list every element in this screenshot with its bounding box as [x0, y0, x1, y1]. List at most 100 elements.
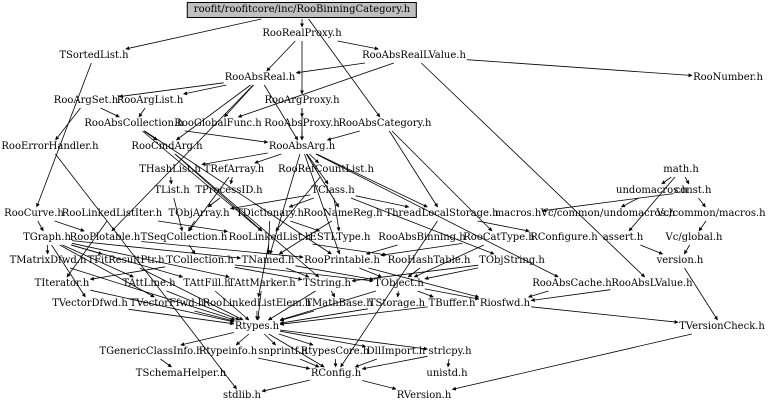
node-roolinkedlistelem-h[interactable]: RooLinkedListElem.h: [202, 298, 312, 309]
node-const-h[interactable]: const.h: [674, 185, 712, 196]
node-threadlocalstorage-h[interactable]: ThreadLocalStorage.h: [385, 208, 499, 219]
node-vc-common-macros-h[interactable]: Vc/common/macros.h: [656, 208, 766, 219]
edge-rooabsarg-h-to-trefarray-h: [254, 153, 282, 164]
edge-tvectorffwd-h-to-rtypes-h: [194, 310, 235, 323]
node-assert-h[interactable]: assert.h: [602, 232, 644, 243]
edge-rooarglist-h-to-rooabscollection-h: [138, 107, 146, 118]
node-tseqcollection-h[interactable]: TSeqCollection.h: [140, 232, 228, 243]
node-roolinkedlistiter-h[interactable]: RooLinkedListIter.h: [61, 208, 163, 219]
node-stdlib-h[interactable]: stdlib.h: [223, 390, 261, 401]
node-rooarglist-h[interactable]: RooArgList.h: [116, 95, 184, 106]
node-roofit-roofitcore-inc-roobinningcategory-h[interactable]: roofit/roofitcore/inc/RooBinningCategory…: [186, 2, 418, 18]
node-tstring-h[interactable]: TString.h: [303, 278, 351, 289]
node-rooabsreal-h[interactable]: RooAbsReal.h: [224, 72, 296, 83]
node-strlcpy-h[interactable]: strlcpy.h: [428, 346, 472, 357]
edge-tmathbase-h-to-rtypes-h: [279, 310, 315, 322]
node-tbuffer-h[interactable]: TBuffer.h: [428, 298, 476, 309]
edge-tgraph-h-to-tnamed-h: [71, 240, 241, 260]
node-tlist-h[interactable]: TList.h: [154, 185, 190, 196]
node-tobjstring-h[interactable]: TObjString.h: [479, 255, 545, 266]
node-tstorage-h[interactable]: TStorage.h: [368, 298, 426, 309]
node-tclass-h[interactable]: TClass.h: [311, 185, 355, 196]
node-rtypescore-h[interactable]: RtypesCore.h: [300, 346, 370, 357]
node-tnamed-h[interactable]: TNamed.h: [241, 255, 295, 266]
node-undomacros-h[interactable]: undomacros.h: [616, 185, 688, 196]
node-rconfigure-h[interactable]: RConfigure.h: [530, 232, 598, 243]
node-roolinkedlist-h[interactable]: RooLinkedList.h: [228, 232, 312, 243]
node-roocmdarg-h[interactable]: RooCmdArg.h: [131, 141, 203, 152]
node-riosfwd-h[interactable]: Riosfwd.h: [479, 298, 531, 309]
node-tversioncheck-h[interactable]: TVersionCheck.h: [679, 321, 765, 332]
node-tobjarray-h[interactable]: TObjArray.h: [168, 208, 230, 219]
edge-trefarray-h-to-tprocessid-h: [229, 176, 234, 185]
node-rversion-h[interactable]: RVersion.h: [396, 390, 452, 401]
edge-tdictionary-h-to-tnamed-h: [266, 220, 271, 255]
node-math-h[interactable]: math.h: [663, 164, 699, 175]
node-dllimport-h[interactable]: DllImport.h: [366, 346, 426, 357]
edge-roofit-roofitcore-inc-roobinningcategory-h-to-tsortedlist-h: [125, 18, 262, 51]
node-tattmarker-h[interactable]: TAttMarker.h: [228, 278, 296, 289]
node-rooabscache-h[interactable]: RooAbsCache.h: [532, 278, 612, 289]
node-estltype-h[interactable]: ESTLType.h: [309, 232, 371, 243]
node-unistd-h[interactable]: unistd.h: [426, 368, 468, 379]
edge-threadlocalstorage-h-to-rconfig-h: [340, 220, 438, 368]
edge-tobjstring-h-to-tstring-h: [351, 264, 479, 283]
node-roorealproxy-h[interactable]: RooRealProxy.h: [262, 28, 342, 39]
edge-tvectordfwd-h-to-rtypes-h: [128, 308, 235, 326]
edge-rooplotable-h-to-rooprintable-h: [141, 241, 304, 259]
node-rooprintable-h[interactable]: RooPrintable.h: [304, 255, 380, 266]
node-trefarray-h[interactable]: TRefArray.h: [203, 164, 265, 175]
node-rtypes-h[interactable]: Rtypes.h: [234, 321, 280, 332]
edge-snprintf-h-to-rconfig-h: [299, 358, 320, 368]
node-rconfig-h[interactable]: RConfig.h: [310, 368, 362, 379]
node-tsortedlist-h[interactable]: TSortedList.h: [59, 50, 129, 61]
node-tdictionary-h[interactable]: TDictionary.h: [236, 208, 304, 219]
node-tprocessid-h[interactable]: TProcessID.h: [195, 185, 263, 196]
node-version-h[interactable]: version.h: [656, 255, 704, 266]
edge-rooabsreallvalue-h-to-rooabsreal-h: [295, 62, 366, 75]
node-roonumber-h[interactable]: RooNumber.h: [693, 72, 763, 83]
node-macros-h[interactable]: macros.h: [494, 208, 542, 219]
node-tmatrixdfwd-h[interactable]: TMatrixDfwd.h: [9, 255, 87, 266]
node-tschemahelper-h[interactable]: TSchemaHelper.h: [135, 368, 227, 379]
node-titerator-h[interactable]: TIterator.h: [34, 278, 90, 289]
node-rooabslvalue-h[interactable]: RooAbsLValue.h: [611, 278, 693, 289]
node-rooabscollection-h[interactable]: RooAbsCollection.h: [84, 118, 184, 129]
node-tgraph-h[interactable]: TGraph.h: [23, 232, 71, 243]
edge-roolinkedlistiter-h-to-titerator-h: [66, 220, 108, 278]
node-tattline-h[interactable]: TAttLine.h: [122, 278, 176, 289]
node-rtypeinfo-h[interactable]: Rtypeinfo.h: [198, 346, 258, 357]
edge-tobject-h-to-tstorage-h: [396, 290, 401, 298]
node-roocattype-h[interactable]: RooCatType.h: [463, 232, 535, 243]
node-vc-global-h[interactable]: Vc/global.h: [665, 232, 723, 243]
node-rooabscategory-h[interactable]: RooAbsCategory.h: [338, 118, 432, 129]
node-rooabsreallvalue-h[interactable]: RooAbsRealLValue.h: [362, 50, 466, 61]
node-tmathbase-h[interactable]: TMathBase.h: [305, 298, 373, 309]
edge-rooabsarg-h-to-rooprintable-h: [304, 153, 341, 255]
node-roocurve-h[interactable]: RooCurve.h: [4, 208, 64, 219]
node-roonamereg-h[interactable]: RooNameReg.h: [303, 208, 383, 219]
node-rooabsproxy-h[interactable]: RooAbsProxy.h: [264, 118, 340, 129]
node-tattfill-h[interactable]: TAttFill.h: [183, 278, 231, 289]
node-tvectordfwd-h[interactable]: TVectorDfwd.h: [52, 298, 128, 309]
node-rooabsarg-h[interactable]: RooAbsArg.h: [268, 141, 336, 152]
node-rooargset-h[interactable]: RooArgSet.h: [53, 95, 119, 106]
node-tvectorffwd-h[interactable]: TVectorFfwd.h: [129, 298, 205, 309]
node-rooerrorhandler-h[interactable]: RooErrorHandler.h: [1, 141, 99, 152]
node-rooabsbinning-h[interactable]: RooAbsBinning.h: [378, 232, 466, 243]
node-tgenericclassinfo-h[interactable]: TGenericClassInfo.h: [99, 346, 203, 357]
edge-tclass-h-to-threadlocalstorage-h: [355, 195, 410, 209]
node-snprintf-h[interactable]: snprintf.h: [258, 346, 308, 357]
node-rooplotable-h[interactable]: RooPlotable.h: [69, 232, 141, 243]
node-roohashtable-h[interactable]: RooHashTable.h: [387, 255, 471, 266]
node-roorefcountlist-h[interactable]: RooRefCountList.h: [278, 164, 374, 175]
node-thashlist-h[interactable]: THashList.h: [139, 164, 201, 175]
node-rooglobalfunc-h[interactable]: RooGlobalFunc.h: [174, 118, 262, 129]
node-tcollection-h[interactable]: TCollection.h: [166, 255, 234, 266]
node-tfitresultptr-h[interactable]: TFitResultPtr.h: [87, 255, 165, 266]
edge-tclass-h-to-tobjstring-h: [350, 197, 495, 255]
node-tobject-h[interactable]: TObject.h: [374, 278, 424, 289]
node-vc-common-undomacros-h[interactable]: Vc/common/undomacros.h: [540, 208, 676, 219]
edge-rooabsarg-h-to-threadlocalstorage-h: [316, 153, 428, 208]
node-rooargproxy-h[interactable]: RooArgProxy.h: [264, 95, 340, 106]
